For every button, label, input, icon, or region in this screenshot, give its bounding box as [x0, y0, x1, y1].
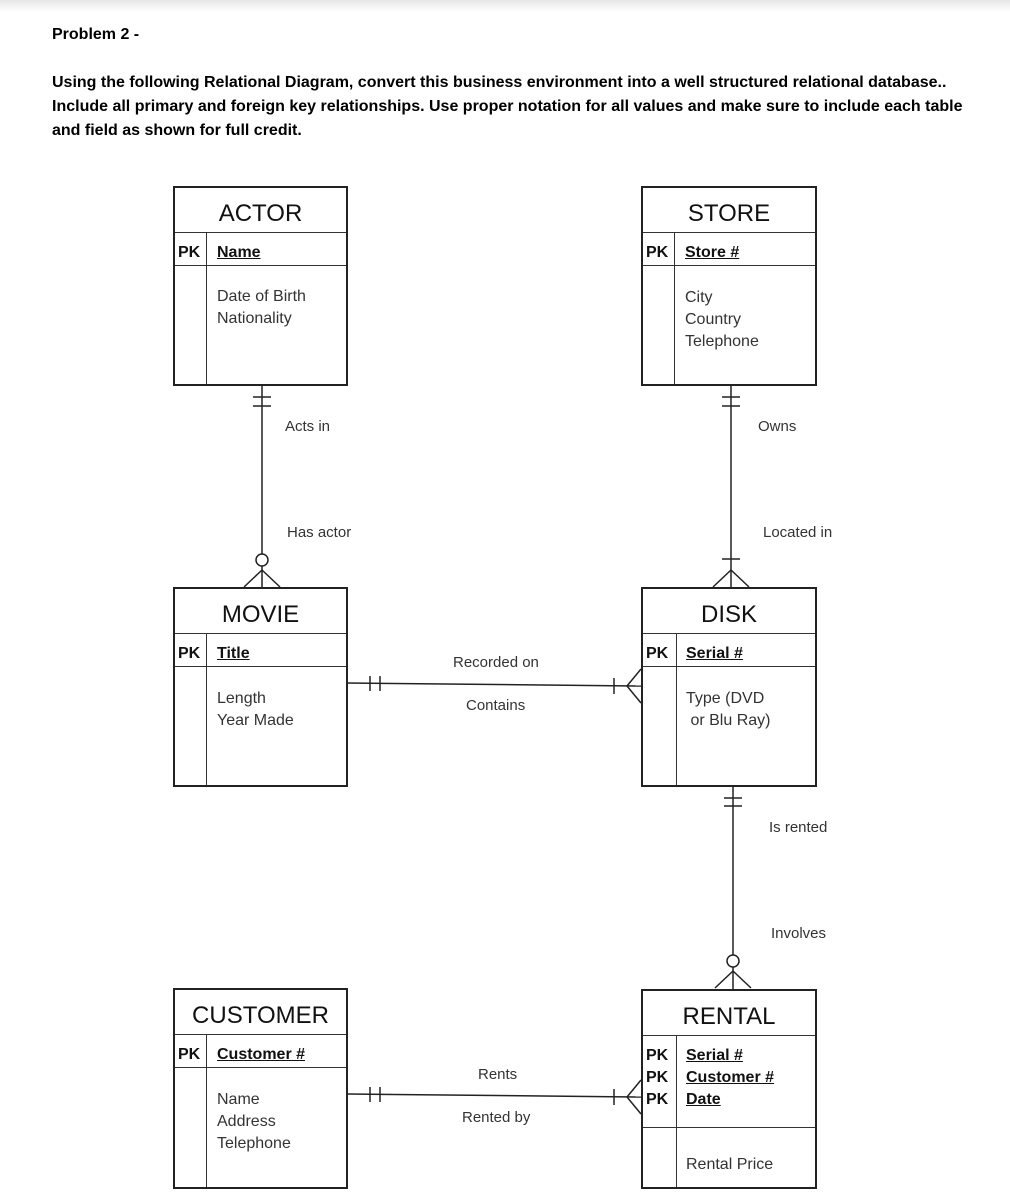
pk-label: PK [646, 1091, 669, 1108]
rental-zero-circle [726, 954, 740, 968]
attr-length: Length [217, 690, 266, 707]
movie-crow-right [261, 569, 281, 588]
pk-label: PK [646, 244, 669, 261]
entity-customer-name: CUSTOMER [192, 1002, 329, 1029]
pk-label: PK [178, 1046, 201, 1063]
attr-address: Address [217, 1113, 276, 1130]
divider [643, 232, 815, 233]
entity-disk-name: DISK [700, 601, 757, 628]
divider [643, 666, 815, 667]
rel-label-rented-by: Rented by [462, 1109, 531, 1126]
rel-label-involves: Involves [771, 925, 827, 942]
entity-rental-name: RENTAL [682, 1003, 776, 1030]
entity-disk: DISK PK Serial # Type (DVD or Blu Ray) [641, 587, 817, 787]
attr-nationality: Nationality [217, 310, 292, 327]
attr-name: Name [217, 1091, 260, 1108]
rel-label-contains: Contains [466, 697, 526, 714]
pk-label: PK [178, 244, 201, 261]
divider [643, 633, 815, 634]
divider [175, 1067, 346, 1068]
entity-actor: ACTOR PK Name Date of Birth Nationality [173, 186, 348, 386]
divider [643, 265, 815, 266]
pk-field-title: Title [217, 645, 250, 662]
entity-rental: RENTAL PK PK PK Serial # Customer # Date… [641, 989, 817, 1189]
entity-store: STORE PK Store # City Country Telephone [641, 186, 817, 386]
rel-label-has-actor: Has actor [287, 524, 352, 541]
divider [175, 633, 346, 634]
rental-crow-bottom [626, 1096, 642, 1115]
attr-year-made: Year Made [217, 712, 294, 729]
disk-crow-left [712, 569, 732, 588]
rental-crow-left [714, 970, 734, 989]
attr-type-cont: or Blu Ray) [686, 712, 771, 729]
divider [175, 666, 346, 667]
entity-customer: CUSTOMER PK Customer # Name Address Tele… [173, 988, 348, 1189]
problem-title: Problem 2 - [52, 26, 140, 43]
disk-crow-right [730, 569, 750, 588]
customer-rental-line [347, 1093, 642, 1098]
disk-crow-top [626, 668, 642, 687]
pk-field-name: Name [217, 244, 261, 261]
entity-movie: MOVIE PK Title Length Year Made [173, 587, 348, 787]
entity-movie-name: MOVIE [221, 601, 300, 628]
entity-actor-name: ACTOR [218, 200, 303, 227]
attr-city: City [685, 289, 713, 306]
rel-label-rents: Rents [478, 1066, 518, 1083]
pk-field-serial-number: Serial # [686, 1047, 743, 1064]
divider [676, 1035, 677, 1187]
pk-field-customer-number: Customer # [686, 1069, 775, 1086]
attr-telephone: Telephone [217, 1135, 291, 1152]
divider [643, 1035, 815, 1036]
pk-label: PK [178, 645, 201, 662]
divider [175, 1034, 346, 1035]
pk-field-date: Date [686, 1091, 721, 1108]
pk-field-store-number: Store # [685, 244, 740, 261]
movie-disk-line [347, 682, 642, 687]
divider [676, 633, 677, 785]
rel-label-is-rented: Is rented [769, 819, 828, 836]
window-top-bar [0, 0, 1010, 12]
divider [206, 1034, 207, 1187]
movie-crow-left [243, 569, 263, 588]
rel-label-located-in: Located in [763, 524, 833, 541]
rel-label-acts-in: Acts in [285, 418, 331, 435]
pk-label: PK [646, 1047, 669, 1064]
divider [206, 633, 207, 785]
entity-store-name: STORE [687, 200, 771, 227]
attr-telephone: Telephone [685, 333, 759, 350]
divider [643, 1127, 815, 1128]
disk-crow-bottom [626, 685, 642, 704]
pk-field-serial-number: Serial # [686, 645, 743, 662]
movie-zero-circle [255, 553, 269, 567]
problem-instructions: Using the following Relational Diagram, … [52, 74, 963, 139]
attr-country: Country [685, 311, 742, 328]
rental-crow-top [626, 1079, 642, 1098]
rel-label-owns: Owns [758, 418, 797, 435]
divider [175, 232, 346, 233]
divider [674, 232, 675, 384]
attr-rental-price: Rental Price [686, 1156, 774, 1173]
pk-label: PK [646, 645, 669, 662]
rental-crow-right [732, 970, 752, 989]
pk-field-customer-number: Customer # [217, 1046, 306, 1063]
attr-date-of-birth: Date of Birth [217, 288, 306, 305]
attr-type: Type (DVD [686, 690, 765, 707]
rel-label-recorded-on: Recorded on [453, 654, 539, 671]
pk-label: PK [646, 1069, 669, 1086]
divider [206, 232, 207, 384]
divider [175, 265, 346, 266]
